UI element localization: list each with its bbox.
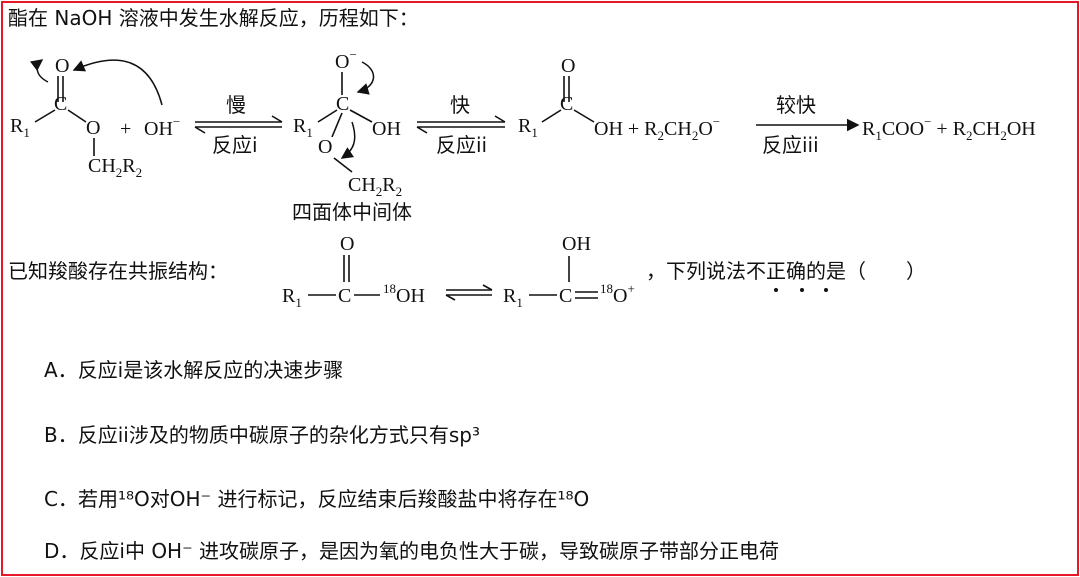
- resonance-equilibrium-arrow: [445, 284, 493, 301]
- option-d-key: D．: [44, 539, 80, 563]
- question-end: 的是（ ）: [806, 259, 926, 283]
- emphasis-dot-3: [824, 288, 828, 292]
- svg-text:C: C: [54, 93, 67, 115]
- final-products: R1COO− + R2CH2OH: [862, 114, 1036, 143]
- option-c: C．若用¹⁸O对OH⁻ 进行标记，反应结束后羧酸盐中将存在¹⁸O: [44, 489, 589, 509]
- svg-text:R1: R1: [10, 115, 30, 140]
- svg-text:O: O: [561, 55, 575, 77]
- reaction-arrow-iii: 较快 反应iii: [756, 93, 860, 157]
- option-d-text: 反应i中 OH⁻ 进攻碳原子，是因为氧的电负性大于碳，导致碳原子带部分正电荷: [79, 539, 780, 563]
- svg-text:C: C: [560, 93, 573, 115]
- question-tail-text: ，下列说法: [646, 259, 746, 283]
- svg-text:CH2R2: CH2R2: [348, 174, 402, 199]
- step1-bottom-label: 反应i: [212, 133, 258, 157]
- svg-text:18OH: 18OH: [383, 281, 425, 307]
- option-d: D．反应i中 OH⁻ 进攻碳原子，是因为氧的电负性大于碳，导致碳原子带部分正电荷: [44, 541, 779, 561]
- svg-text:OH + R2CH2O−: OH + R2CH2O−: [594, 114, 720, 143]
- option-c-text: 若用¹⁸O对OH⁻ 进行标记，反应结束后羧酸盐中将存在¹⁸O: [77, 487, 590, 511]
- svg-text:OH: OH: [562, 233, 591, 255]
- option-b-text: 反应ii涉及的物质中碳原子的杂化方式只有sp³: [77, 423, 480, 447]
- option-b-key: B．: [44, 423, 78, 447]
- emphasis-dot-2: [800, 288, 804, 292]
- resonance-structure-1: O R1 C 18OH: [282, 233, 425, 310]
- question-intro: 酯在 NaOH 溶液中发生水解反应，历程如下：: [8, 6, 419, 30]
- step3-bottom-label: 反应iii: [762, 133, 819, 157]
- carboxylic-acid-product: O C R1 OH + R2CH2O−: [518, 55, 720, 143]
- step1-top-label: 慢: [226, 93, 246, 117]
- svg-text:O: O: [340, 233, 354, 255]
- step2-bottom-label: 反应ii: [436, 133, 487, 157]
- option-a-key: A．: [44, 358, 78, 382]
- svg-text:R1: R1: [518, 115, 538, 140]
- svg-text:C: C: [336, 93, 349, 115]
- option-b: B．反应ii涉及的物质中碳原子的杂化方式只有sp³: [44, 425, 480, 445]
- svg-text:C: C: [559, 285, 572, 307]
- question-emphasis: 不正确: [746, 259, 806, 283]
- emphasis-dot-1: [774, 288, 778, 292]
- intermediate-label: 四面体中间体: [292, 200, 412, 224]
- plus-sign-1: +: [120, 118, 131, 140]
- svg-text:O: O: [318, 136, 332, 158]
- resonance-structure-2: OH R1 C 18O+: [503, 233, 635, 310]
- svg-text:O: O: [86, 117, 100, 139]
- option-a: A．反应i是该水解反应的决速步骤: [44, 360, 343, 380]
- hydroxide-label: OH−: [144, 114, 180, 140]
- resonance-lead: 已知羧酸存在共振结构：: [8, 259, 228, 283]
- option-a-text: 反应i是该水解反应的决速步骤: [77, 358, 344, 382]
- svg-text:CH2R2: CH2R2: [88, 155, 142, 180]
- svg-text:C: C: [338, 285, 351, 307]
- equilibrium-arrow-i: 慢 反应i: [194, 93, 283, 157]
- equilibrium-arrow-ii: 快 反应ii: [416, 93, 506, 157]
- svg-text:OH: OH: [372, 118, 401, 140]
- step3-top-label: 较快: [776, 93, 816, 117]
- option-c-key: C．: [44, 487, 78, 511]
- ester-structure: O C R1 O CH2R2: [10, 55, 163, 180]
- svg-text:O−: O−: [335, 47, 357, 73]
- question-tail: ，下列说法不正确的是（ ）: [646, 261, 926, 281]
- svg-text:O: O: [55, 55, 69, 77]
- step2-top-label: 快: [450, 93, 470, 117]
- svg-text:R1: R1: [503, 285, 523, 310]
- svg-text:18O+: 18O+: [600, 281, 635, 307]
- tetrahedral-intermediate: O− C R1 OH O CH2R2 四面体中间体: [292, 47, 412, 224]
- svg-text:R1: R1: [282, 285, 302, 310]
- svg-text:R1: R1: [293, 115, 313, 140]
